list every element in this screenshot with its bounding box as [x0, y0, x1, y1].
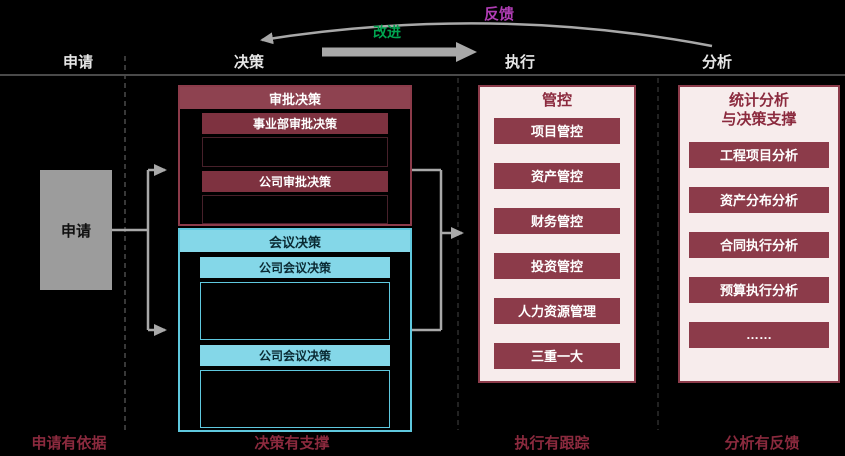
improve-arrow-head — [456, 42, 477, 62]
stage-label-decision: 决策 — [233, 54, 264, 71]
analysis-item-asset: 资产分布分析 — [689, 186, 829, 213]
analysis-item-budget: 预算执行分析 — [689, 276, 829, 303]
apply-branch-line — [112, 170, 150, 330]
company-meeting-bar-2: 公司会议决策 — [200, 345, 390, 366]
company-meeting-content-1 — [200, 282, 390, 340]
analysis-title-line2: 与决策支撑 — [721, 110, 797, 128]
control-item-project: 项目管控 — [494, 117, 620, 144]
control-panel: 管控 项目管控 资产管控 财务管控 投资管控 人力资源管理 三重一大 — [478, 85, 636, 383]
control-item-major-issues: 三重一大 — [494, 342, 620, 369]
feedback-curve-arrow — [260, 22, 713, 48]
meeting-section-title: 会议决策 — [180, 230, 410, 252]
feedback-label: 反馈 — [483, 6, 514, 23]
analysis-item-contract: 合同执行分析 — [689, 231, 829, 258]
analysis-item-project: 工程项目分析 — [689, 141, 829, 168]
approval-decision-section: 审批决策 事业部审批决策 公司审批决策 — [178, 85, 412, 226]
apply-box-label: 申请 — [60, 222, 91, 240]
company-approval-content — [202, 195, 388, 224]
meeting-decision-section: 会议决策 公司会议决策 公司会议决策 — [178, 228, 412, 432]
approval-section-title: 审批决策 — [180, 87, 410, 109]
control-item-asset: 资产管控 — [494, 162, 620, 189]
control-item-hr: 人力资源管理 — [494, 297, 620, 324]
caption-execution: 执行有跟踪 — [514, 435, 590, 452]
caption-decision: 决策有支撑 — [254, 435, 330, 452]
control-panel-title: 管控 — [541, 92, 572, 109]
division-approval-bar: 事业部审批决策 — [202, 113, 388, 134]
control-item-finance: 财务管控 — [494, 207, 620, 234]
stage-label-execution: 执行 — [504, 54, 535, 71]
apply-obscured-text-block — [36, 294, 120, 338]
analysis-item-more: …… — [689, 321, 829, 348]
analysis-panel: 统计分析 与决策支撑 工程项目分析 资产分布分析 合同执行分析 预算执行分析 …… — [678, 85, 840, 383]
company-meeting-bar-1: 公司会议决策 — [200, 257, 390, 278]
company-approval-bar: 公司审批决策 — [202, 171, 388, 192]
division-approval-content — [202, 137, 388, 167]
decision-merge-line — [412, 168, 443, 332]
stage-label-analysis: 分析 — [701, 54, 732, 71]
stage-label-apply: 申请 — [62, 54, 93, 71]
analysis-title-line1: 统计分析 — [728, 92, 789, 109]
caption-analysis: 分析有反馈 — [724, 435, 800, 452]
analysis-panel-title: 统计分析 与决策支撑 — [721, 92, 796, 130]
improve-label: 改进 — [373, 24, 401, 40]
caption-apply: 申请有依据 — [31, 435, 107, 452]
company-meeting-content-2 — [200, 370, 390, 428]
control-item-investment: 投资管控 — [494, 252, 620, 279]
apply-box: 申请 — [40, 170, 112, 290]
